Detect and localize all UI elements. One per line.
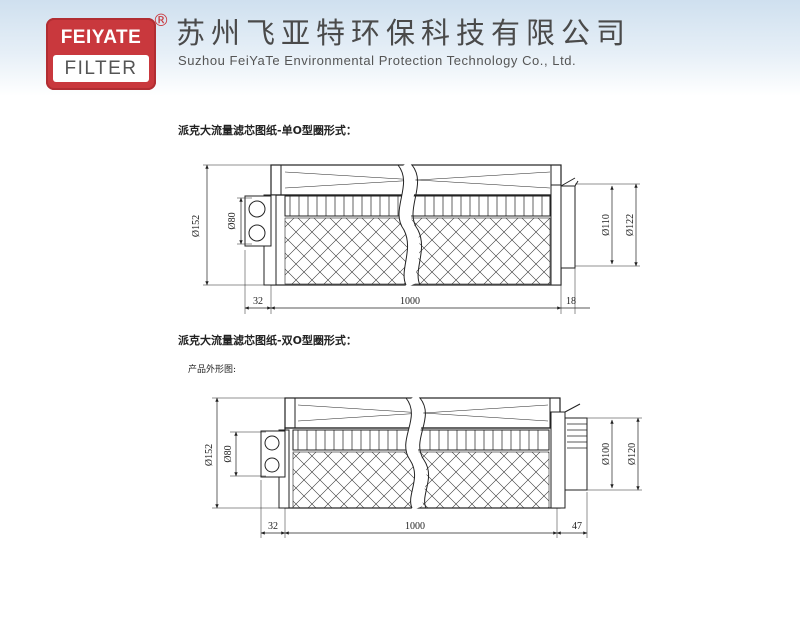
drawing2-dim-right-outer-diameter: Ø120	[627, 443, 638, 465]
drawing2-outline-note: 产品外形图:	[188, 365, 237, 375]
drawing2-dim-inlet-diameter: Ø80	[223, 445, 234, 462]
drawing1-dim-left-length: 32	[253, 296, 263, 307]
drawing2-filter-element	[212, 394, 642, 538]
drawing1-dim-right-inner-diameter: Ø110	[601, 214, 612, 236]
drawing2-dimension-labels: Ø152 Ø80 Ø100 Ø120 32 1000 47	[204, 443, 638, 532]
logo-text-feiyate: FEIYATE	[60, 27, 142, 48]
drawing1-dim-main-length: 1000	[400, 296, 420, 307]
logo-text-filter: FILTER	[53, 55, 149, 82]
drawing2-title: 派克大流量滤芯图纸-双O型圈形式：	[178, 334, 357, 347]
drawing1-filter-element	[203, 161, 640, 314]
drawing2-dim-main-length: 1000	[405, 521, 425, 532]
company-logo[interactable]: FEIYATE FILTER	[46, 18, 156, 90]
company-name-english: Suzhou FeiYaTe Environmental Protection …	[178, 53, 577, 68]
drawing1-dim-inlet-diameter: Ø80	[227, 212, 238, 229]
drawing1-dim-right-outer-diameter: Ø122	[625, 214, 636, 236]
drawing2-dim-right-inner-diameter: Ø100	[601, 443, 612, 465]
registered-mark: ®	[152, 11, 170, 31]
drawing1-dimension-labels: Ø152 Ø80 Ø110 Ø122 32 1000 18	[191, 212, 636, 307]
company-name-chinese: 苏州飞亚特环保科技有限公司	[176, 16, 632, 50]
drawing2-dim-outer-diameter: Ø152	[204, 444, 215, 466]
drawing2-dim-right-length: 47	[572, 521, 582, 532]
drawing2-dim-left-length: 32	[268, 521, 278, 532]
drawing1-title: 派克大流量滤芯图纸-单O型圈形式：	[178, 124, 357, 137]
drawing1-dim-outer-diameter: Ø152	[191, 215, 202, 237]
drawing1-dim-right-length: 18	[566, 296, 576, 307]
